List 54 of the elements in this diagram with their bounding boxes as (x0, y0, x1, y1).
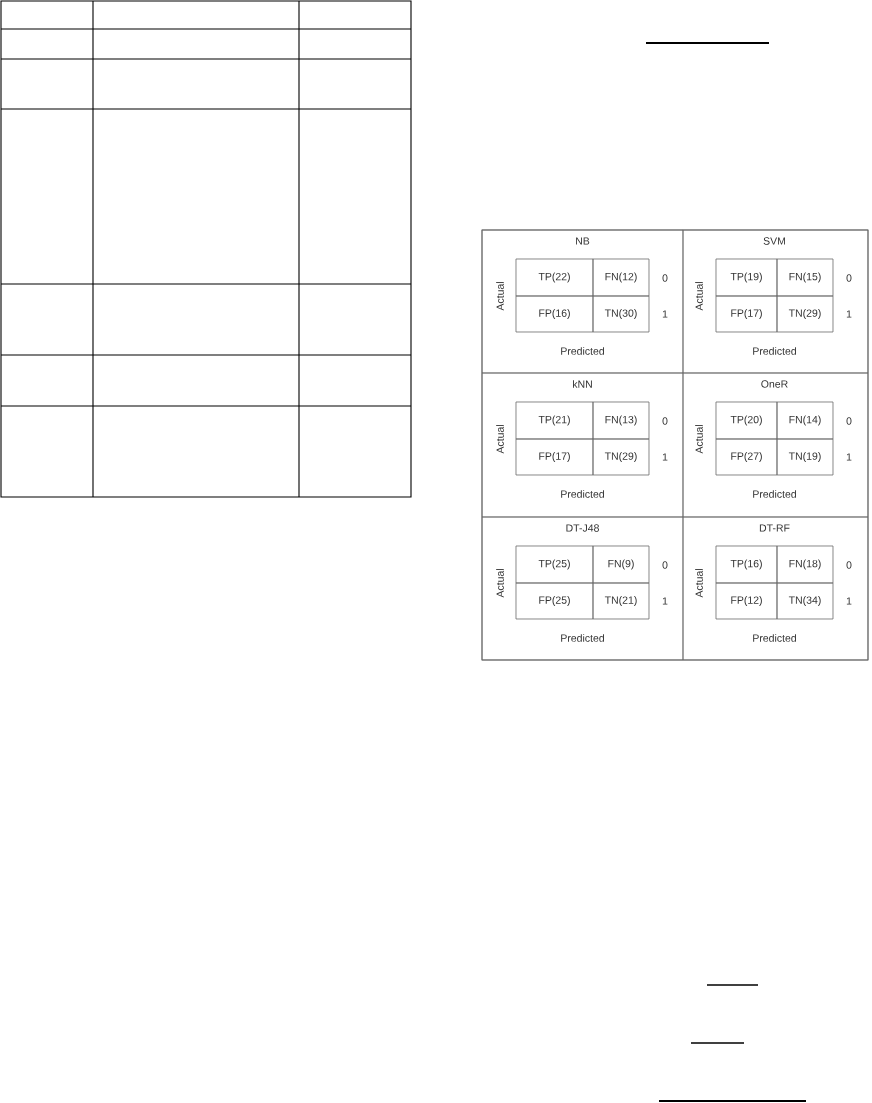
matrix-cell: FN(15) (776, 258, 834, 297)
matrix-cell: TP(20) (715, 401, 778, 440)
axis-label: Actual (695, 282, 703, 311)
matrix-cell: FN(14) (776, 401, 834, 440)
matrix-cell: FN(13) (592, 401, 650, 440)
class-label: 0 (846, 561, 852, 569)
class-label: 0 (662, 274, 668, 282)
class-label: 1 (846, 310, 852, 318)
matrix-cell: FP(17) (715, 295, 778, 333)
class-label: 0 (846, 274, 852, 282)
class-label: 1 (846, 597, 852, 605)
matrix-cell: TP(25) (515, 545, 594, 584)
matrix-cell: TP(16) (715, 545, 778, 584)
axis-label: Actual (496, 569, 504, 598)
axis-label: Actual (695, 425, 703, 454)
matrix-cell: TN(30) (592, 295, 650, 333)
axis-label: Actual (496, 282, 504, 311)
axis-label: Predicted (753, 347, 796, 355)
axis-label: Predicted (561, 490, 604, 498)
axis-label: Predicted (561, 347, 604, 355)
panel-title: kNN (573, 380, 592, 388)
matrix-cell: FN(12) (592, 258, 650, 297)
matrix-cell: FN(18) (776, 545, 834, 584)
class-label: 0 (662, 417, 668, 425)
matrix-cell: FN(9) (592, 545, 650, 584)
matrix-cell: FP(12) (715, 582, 778, 620)
class-label: 1 (846, 453, 852, 461)
matrix-cell: FP(16) (515, 295, 594, 333)
axis-label: Predicted (753, 634, 796, 642)
class-label: 1 (662, 310, 668, 318)
axis-label: Predicted (753, 490, 796, 498)
panel-title: DT-J48 (566, 524, 599, 532)
axis-label: Actual (695, 569, 703, 598)
panel-title: DT-RF (759, 524, 790, 532)
class-label: 1 (662, 597, 668, 605)
class-label: 0 (662, 561, 668, 569)
matrix-cell: TN(29) (592, 438, 650, 476)
matrix-cell: FP(17) (515, 438, 594, 476)
matrix-cell: TN(29) (776, 295, 834, 333)
matrix-cell: TN(21) (592, 582, 650, 620)
matrix-cell: TN(34) (776, 582, 834, 620)
panel-title: OneR (761, 380, 788, 388)
matrix-cell: TP(19) (715, 258, 778, 297)
matrix-cell: FP(25) (515, 582, 594, 620)
class-label: 1 (662, 453, 668, 461)
matrix-cell: TP(21) (515, 401, 594, 440)
panel-title: SVM (763, 237, 785, 245)
axis-label: Predicted (561, 634, 604, 642)
panel-title: NB (576, 237, 590, 245)
matrix-cell: TN(19) (776, 438, 834, 476)
class-label: 0 (846, 417, 852, 425)
matrix-cell: TP(22) (515, 258, 594, 297)
axis-label: Actual (496, 425, 504, 454)
matrix-cell: FP(27) (715, 438, 778, 476)
